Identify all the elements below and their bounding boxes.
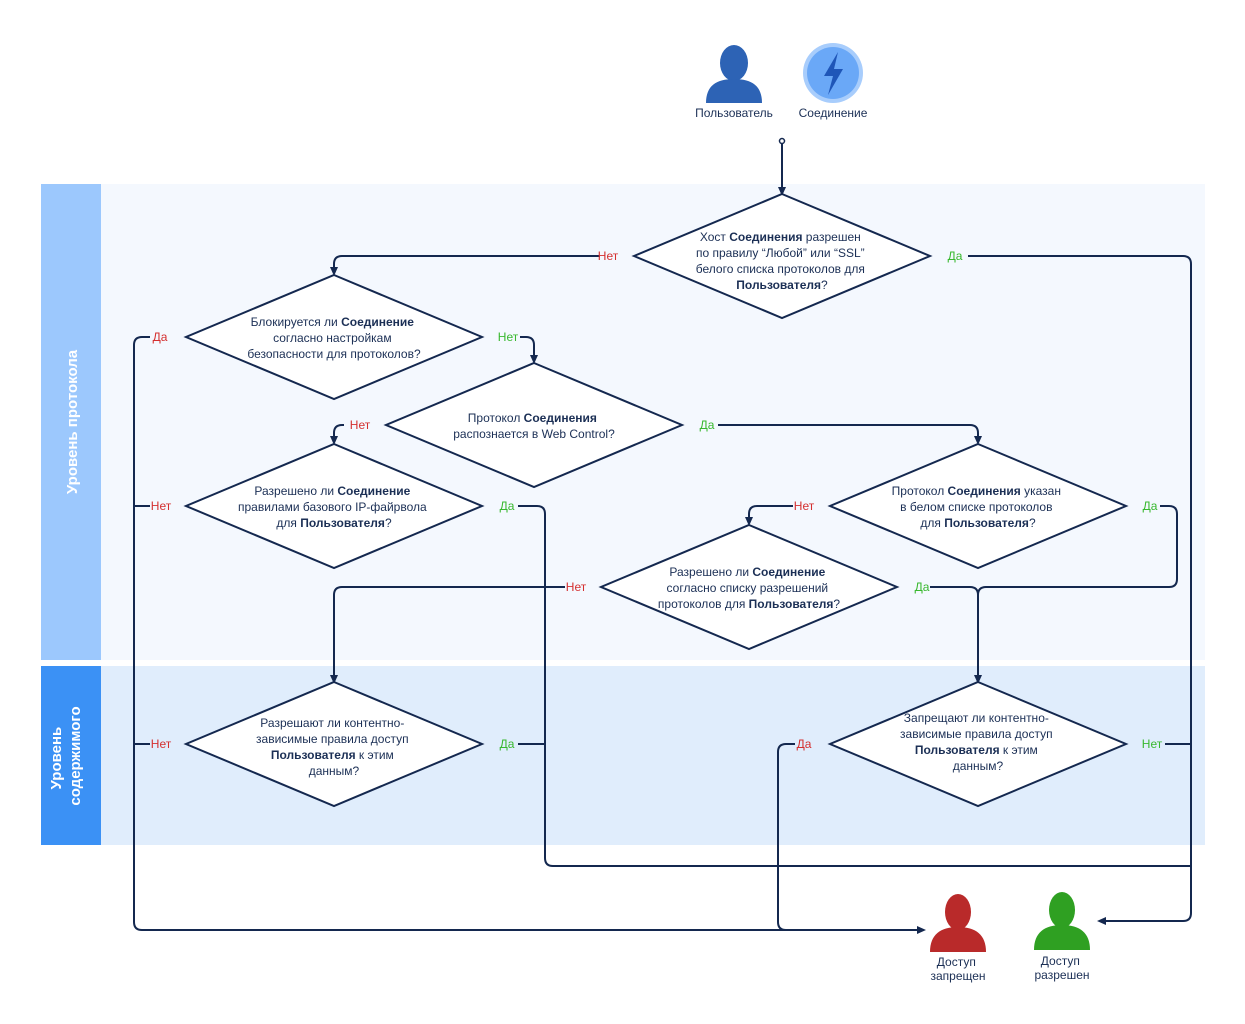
decision-protocol-recognized xyxy=(383,361,685,489)
label-no: Нет xyxy=(1142,737,1163,751)
decision-protocol-whitelisted xyxy=(827,442,1129,570)
access-denied-label: Доступ запрещен xyxy=(930,955,985,983)
label-no: Нет xyxy=(498,330,519,344)
decision-connection-blocked-text: Блокируется ли Соединение согласно настр… xyxy=(247,315,421,361)
connection-label: Соединение xyxy=(799,106,868,120)
label-no: Нет xyxy=(350,418,371,432)
decision-content-rules-deny xyxy=(827,680,1129,808)
user-icon xyxy=(706,45,762,103)
lane-protocol-label: Уровень протокола xyxy=(64,349,81,494)
decision-content-rules-deny-text: Запрещают ли контентно- зависимые правил… xyxy=(900,711,1056,773)
label-yes: Да xyxy=(153,330,168,344)
decision-protocol-whitelisted-text: Протокол Соединения указан в белом списк… xyxy=(892,484,1065,530)
label-yes: Да xyxy=(500,737,515,751)
access-denied-icon xyxy=(930,894,986,952)
decision-ip-firewall xyxy=(183,442,485,570)
label-no: Нет xyxy=(794,499,815,513)
decision-ip-firewall-text: Разрешено ли Соединение правилами базово… xyxy=(238,484,430,530)
label-no: Нет xyxy=(598,249,619,263)
user-label: Пользователь xyxy=(695,106,773,120)
access-allowed-icon xyxy=(1034,892,1090,950)
lane-content-label: Уровень содержимого xyxy=(48,706,84,805)
label-yes: Да xyxy=(948,249,963,263)
decision-host-allowed-text: Хост Соединения разрешен по правилу “Люб… xyxy=(696,230,868,292)
label-yes: Да xyxy=(500,499,515,513)
lane-protocol xyxy=(41,184,101,660)
lane-content xyxy=(41,666,101,845)
decision-protocol-permission-list-text: Разрешено ли Соединение согласно списку … xyxy=(658,565,841,611)
branch-labels: Нет Да Да Нет Нет Да Нет Да Нет Да Нет Д… xyxy=(151,249,1163,751)
connection-icon xyxy=(803,43,863,103)
decision-protocol-recognized-text: Протокол Соединения распознается в Web C… xyxy=(453,411,615,441)
label-no: Нет xyxy=(566,580,587,594)
decision-host-allowed xyxy=(631,192,933,320)
label-no: Нет xyxy=(151,499,172,513)
label-yes: Да xyxy=(915,580,930,594)
label-yes: Да xyxy=(1143,499,1158,513)
label-yes: Да xyxy=(797,737,812,751)
access-allowed-label: Доступ разрешен xyxy=(1035,954,1090,982)
decision-connection-blocked xyxy=(183,273,485,401)
decision-protocol-permission-list xyxy=(598,523,900,651)
decision-content-rules-allow xyxy=(183,680,485,808)
label-no: Нет xyxy=(151,737,172,751)
label-yes: Да xyxy=(700,418,715,432)
decision-content-rules-allow-text: Разрешают ли контентно- зависимые правил… xyxy=(256,716,412,778)
connectors xyxy=(133,137,1192,934)
